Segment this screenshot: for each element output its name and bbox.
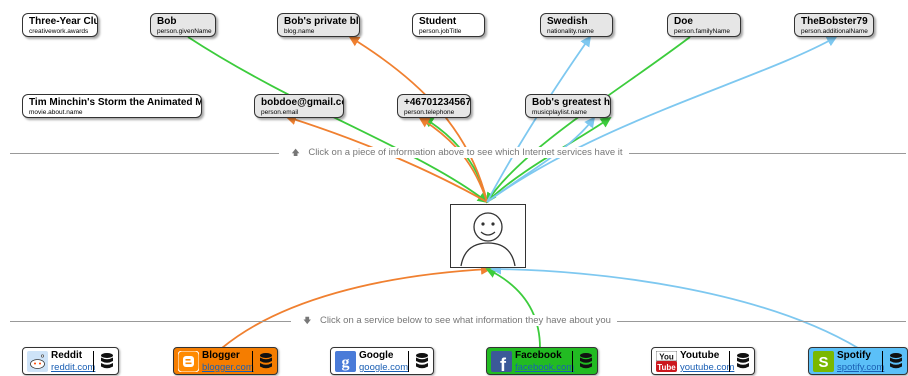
database-icon[interactable] <box>579 352 593 371</box>
service-name: Youtube <box>680 350 720 361</box>
info-item-additional-name[interactable]: TheBobster79 person.additionalName <box>794 13 874 37</box>
service-name: Spotify <box>837 350 871 361</box>
info-title: Bob's greatest hits <box>532 97 610 108</box>
info-item-given-name[interactable]: Bob person.givenName <box>150 13 216 37</box>
blogger-icon <box>178 351 199 372</box>
service-url[interactable]: facebook.com <box>515 362 575 373</box>
separator <box>729 351 730 372</box>
google-icon: g <box>335 351 356 372</box>
info-key: creativework.awards <box>29 28 89 35</box>
service-youtube[interactable]: You Tube Youtube youtube.com <box>651 347 755 375</box>
info-item-playlist[interactable]: Bob's greatest hits musicplaylist.name <box>525 94 611 118</box>
info-key: person.givenName <box>157 28 212 35</box>
info-title: Student <box>419 16 457 27</box>
info-key: person.familyName <box>674 28 730 35</box>
service-url[interactable]: reddit.com <box>51 362 96 373</box>
edge-playlist-fb <box>486 116 612 203</box>
info-item-nationality[interactable]: Swedish nationality.name <box>540 13 613 37</box>
info-item-email[interactable]: bobdoe@gmail.com person.email <box>254 94 344 118</box>
separator <box>882 351 883 372</box>
database-icon[interactable] <box>259 352 273 371</box>
service-name: Reddit <box>51 350 83 361</box>
service-name: Facebook <box>515 350 562 361</box>
service-facebook[interactable]: f Facebook facebook.com <box>486 347 598 375</box>
info-title: Three-Year Club <box>29 16 97 27</box>
separator <box>252 351 253 372</box>
service-url[interactable]: youtube.com <box>680 362 735 373</box>
svg-text:g: g <box>342 354 350 371</box>
separator <box>408 351 409 372</box>
service-blogger[interactable]: Blogger blogger.com <box>173 347 278 375</box>
svg-text:S: S <box>818 354 828 371</box>
service-spotify[interactable]: S Spotify spotify.com <box>808 347 908 375</box>
info-title: Tim Minchin's Storm the Animated Movie <box>29 97 201 108</box>
info-item-job-title[interactable]: Student person.jobTitle <box>412 13 485 37</box>
info-key: person.email <box>261 109 299 116</box>
info-key: blog.name <box>284 28 315 35</box>
svg-text:You: You <box>659 353 674 362</box>
edge-blogger-avatar <box>221 264 492 349</box>
edge-additional-name <box>486 36 838 203</box>
info-title: TheBobster79 <box>801 16 868 27</box>
reddit-icon <box>27 351 48 372</box>
person-avatar[interactable] <box>450 204 526 268</box>
edge-spotify-avatar <box>490 263 859 349</box>
info-title: Swedish <box>547 16 588 27</box>
service-url[interactable]: google.com <box>359 362 409 373</box>
youtube-icon: You Tube <box>656 351 677 372</box>
edge-playlist-spotify <box>486 116 596 203</box>
info-item-movie[interactable]: Tim Minchin's Storm the Animated Movie m… <box>22 94 202 118</box>
info-item-blog-name[interactable]: Bob's private blog blog.name <box>277 13 360 37</box>
info-key: person.jobTitle <box>419 28 462 35</box>
spotify-icon: S <box>813 351 834 372</box>
arrow-down-icon: 🡇 <box>297 316 318 325</box>
info-item-family-name[interactable]: Doe person.familyName <box>667 13 741 37</box>
info-key: nationality.name <box>547 28 594 35</box>
service-google[interactable]: g Google google.com <box>330 347 434 375</box>
smiley-person-icon <box>460 212 516 267</box>
top-hint: 🡅 Click on a piece of information above … <box>0 147 908 161</box>
svg-text:f: f <box>500 355 507 372</box>
database-icon[interactable] <box>415 352 429 371</box>
edge-family-name <box>486 36 691 204</box>
edge-given-name <box>187 36 489 204</box>
info-title: bobdoe@gmail.com <box>261 97 343 108</box>
facebook-icon: f <box>491 351 512 372</box>
info-item-awards[interactable]: Three-Year Club creativework.awards <box>22 13 98 37</box>
database-icon[interactable] <box>100 352 114 371</box>
edge-blog-name <box>348 36 488 203</box>
separator <box>93 351 94 372</box>
info-key: person.additionalName <box>801 28 868 35</box>
database-icon[interactable] <box>736 352 750 371</box>
edge-facebook-avatar <box>485 268 541 349</box>
bottom-hint-text: Click on a service below to see what inf… <box>319 315 611 326</box>
service-name: Blogger <box>202 350 240 361</box>
database-icon[interactable] <box>889 352 903 371</box>
info-title: +46701234567 <box>404 97 471 108</box>
info-title: Bob's private blog <box>284 16 359 27</box>
svg-text:Tube: Tube <box>657 363 676 372</box>
info-key: movie.about.name <box>29 109 83 116</box>
bottom-hint: 🡇 Click on a service below to see what i… <box>0 315 908 329</box>
info-key: person.telephone <box>404 109 455 116</box>
service-name: Google <box>359 350 394 361</box>
info-key: musicplaylist.name <box>532 109 587 116</box>
info-item-telephone[interactable]: +46701234567 person.telephone <box>397 94 471 118</box>
service-reddit[interactable]: Reddit reddit.com <box>22 347 119 375</box>
arrow-up-icon: 🡅 <box>285 148 306 157</box>
info-title: Doe <box>674 16 693 27</box>
service-url[interactable]: blogger.com <box>202 362 254 373</box>
service-url[interactable]: spotify.com <box>837 362 885 373</box>
separator <box>572 351 573 372</box>
top-hint-text: Click on a piece of information above to… <box>308 147 623 158</box>
info-title: Bob <box>157 16 177 27</box>
